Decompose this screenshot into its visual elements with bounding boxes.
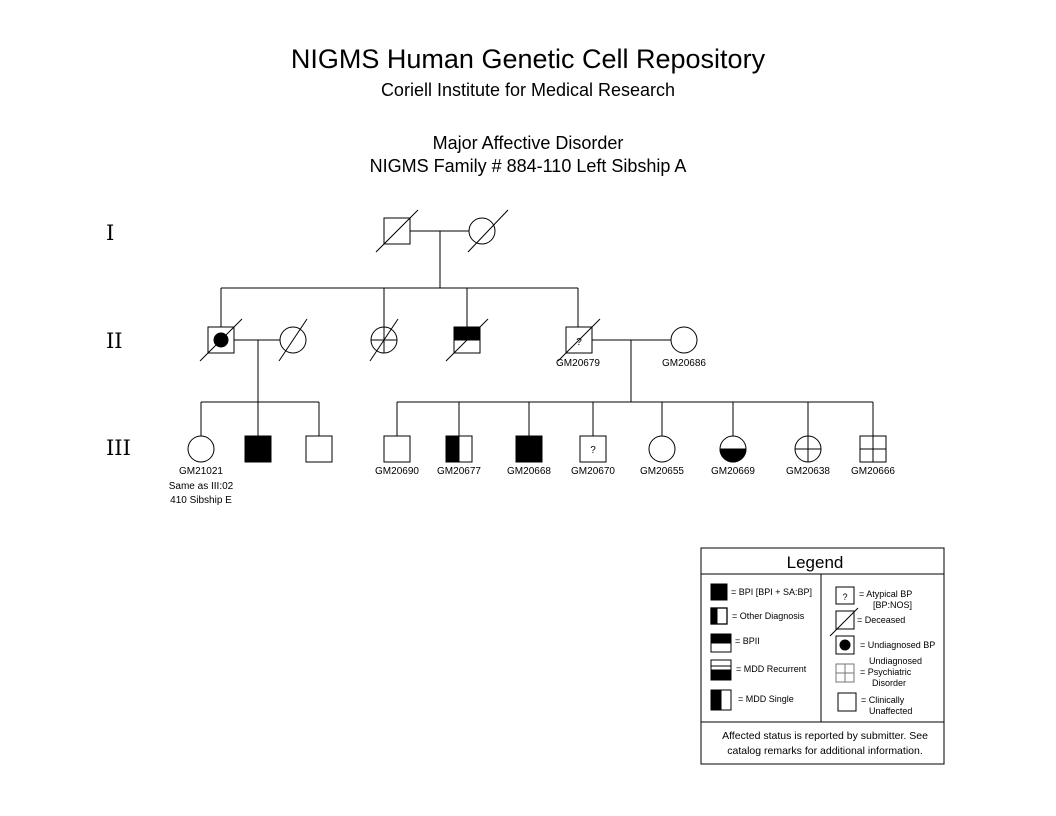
- gen-ii-daughter-2: [369, 318, 399, 362]
- legend-label-bpi: = BPI [BPI + SA:BP]: [731, 587, 812, 597]
- individual-id: GM20638: [786, 466, 830, 477]
- legend-symbol-undiagnosed-psych: [835, 663, 855, 683]
- legend-label-mdd-single: = MDD Single: [738, 694, 794, 704]
- gen-i-mother: [467, 209, 509, 253]
- deceased-slash: [445, 318, 489, 362]
- legend-symbol-bpii: [710, 633, 732, 653]
- individual-id: GM20679: [556, 358, 600, 369]
- legend-symbol-mdd-recurrent: [710, 659, 732, 681]
- gen-iii-daughter-8: [648, 435, 676, 463]
- deceased-slash: [467, 209, 509, 253]
- atypical-mark: ?: [590, 445, 596, 456]
- legend-label-unaffected-2: Unaffected: [869, 706, 912, 716]
- deceased-slash: [278, 318, 308, 362]
- individual-id: GM20686: [662, 358, 706, 369]
- deceased-slash: [375, 209, 419, 253]
- legend-label-atypical: = Atypical BP: [859, 589, 912, 599]
- legend-note-1: Affected status is reported by submitter…: [722, 730, 928, 742]
- generation-label-ii: II: [106, 329, 123, 353]
- legend-label-other: = Other Diagnosis: [732, 611, 805, 621]
- legend-symbol-atypical: ?: [835, 586, 855, 605]
- deceased-slash: [557, 318, 601, 362]
- legend-label-undiagnosed-psych-2: = Psychiatric: [860, 667, 912, 677]
- legend-symbol-deceased: [829, 607, 859, 637]
- gen-ii-son-1: [199, 318, 243, 362]
- individual-id: GM20677: [437, 466, 481, 477]
- legend-symbol-other: [710, 607, 728, 625]
- gen-iii-son-3: [305, 435, 333, 463]
- deceased-slash: [199, 318, 243, 362]
- gen-iii-son-4: [383, 435, 411, 463]
- page-subtitle: Coriell Institute for Medical Research: [380, 80, 676, 100]
- legend-symbol-unaffected: [837, 692, 857, 712]
- gen-ii-spouse-4: [670, 326, 698, 354]
- generation-label-iii: III: [106, 436, 131, 460]
- gen-ii-son-4: ?: [557, 318, 601, 362]
- individual-note: 410 Sibship E: [170, 495, 232, 506]
- gen-ii-son-3: [445, 318, 489, 362]
- family-title: NIGMS Family # 884-110 Left Sibship A: [369, 156, 687, 176]
- gen-iii-son-6: [515, 435, 543, 463]
- individual-id: GM20670: [571, 466, 615, 477]
- individual-id: GM20655: [640, 466, 684, 477]
- gen-iii-son-11: [859, 435, 887, 463]
- disorder-title: Major Affective Disorder: [432, 133, 624, 153]
- legend-symbol-undiagnosed-bp: [835, 635, 855, 655]
- legend-label-unaffected-1: = Clinically: [861, 695, 905, 705]
- legend-label-undiagnosed-bp: = Undiagnosed BP: [860, 640, 935, 650]
- legend-label-bpii: = BPII: [735, 636, 760, 646]
- legend: Legend = BPI [BPI + SA:BP] = Other Diagn…: [700, 547, 945, 765]
- gen-iii-daughter-9: [719, 435, 747, 463]
- individual-note: Same as III:02: [169, 481, 234, 492]
- individual-id: GM20666: [851, 466, 895, 477]
- legend-symbol-bpi: [710, 583, 728, 601]
- gen-iii-son-7: ?: [579, 435, 607, 463]
- individual-id: GM20668: [507, 466, 551, 477]
- legend-note-2: catalog remarks for additional informati…: [727, 745, 923, 757]
- gen-iii-son-5: [445, 435, 473, 463]
- legend-atypical-mark: ?: [842, 592, 847, 602]
- gen-i-father: [375, 209, 419, 253]
- individual-id: GM20690: [375, 466, 419, 477]
- legend-label-atypical-2: [BP:NOS]: [873, 600, 912, 610]
- gen-ii-spouse-1: [278, 318, 308, 362]
- atypical-mark: ?: [576, 337, 582, 348]
- individual-id: GM20669: [711, 466, 755, 477]
- gen-iii-daughter-1: [187, 435, 215, 463]
- legend-title: Legend: [787, 553, 844, 572]
- legend-label-undiagnosed-psych-1: Undiagnosed: [869, 656, 922, 666]
- legend-label-deceased: = Deceased: [857, 615, 905, 625]
- legend-label-mdd-recurrent: = MDD Recurrent: [736, 664, 807, 674]
- gen-iii-daughter-10: [794, 435, 822, 463]
- legend-symbol-mdd-single: [710, 689, 732, 711]
- page-title: NIGMS Human Genetic Cell Repository: [290, 44, 766, 74]
- individual-id: GM21021: [179, 466, 223, 477]
- generation-label-i: I: [106, 221, 114, 245]
- gen-iii-son-2: [244, 435, 272, 463]
- legend-label-undiagnosed-psych-3: Disorder: [872, 678, 906, 688]
- deceased-slash: [369, 318, 399, 362]
